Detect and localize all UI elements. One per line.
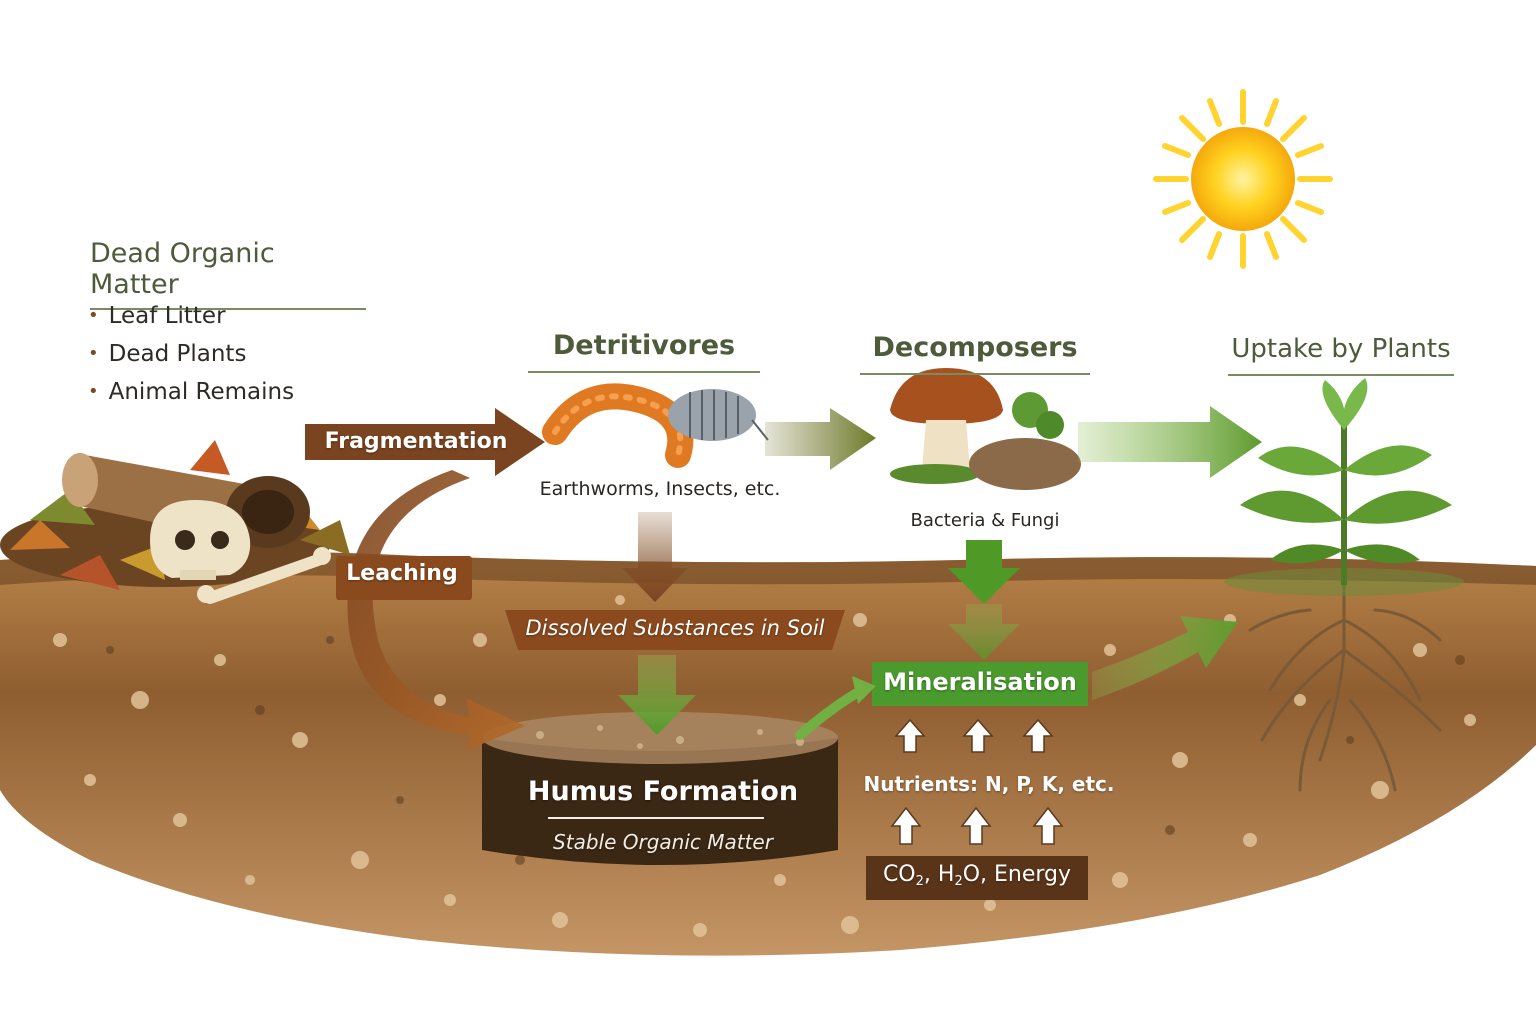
co2-label: CO2, H2O, Energy bbox=[882, 862, 1072, 889]
decomposers-label: Bacteria & Fungi bbox=[910, 510, 1060, 531]
humus-block bbox=[482, 712, 838, 865]
uptake-title: Uptake by Plants bbox=[1228, 334, 1454, 376]
humus-subtitle: Stable Organic Matter bbox=[553, 830, 773, 854]
humus-divider bbox=[548, 817, 764, 819]
leaching-label: Leaching bbox=[346, 561, 458, 586]
skull-icon bbox=[150, 500, 251, 580]
bone-icon bbox=[197, 547, 331, 604]
detritivores-label: Earthworms, Insects, etc. bbox=[539, 478, 781, 500]
list-item: Leaf Litter bbox=[88, 298, 294, 336]
woodlouse-icon bbox=[668, 389, 769, 441]
decomposers-title: Decomposers bbox=[860, 332, 1090, 375]
mushroom-icon bbox=[890, 368, 1003, 484]
humus-to-mineralisation-arrow bbox=[795, 676, 876, 740]
dead-organic-matter-list: Leaf Litter Dead Plants Animal Remains bbox=[88, 298, 294, 412]
mineralisation-to-roots-arrow bbox=[1092, 616, 1238, 700]
seedling-icon bbox=[1224, 378, 1464, 596]
nutrients-label: Nutrients: N, P, K, etc. bbox=[863, 772, 1115, 796]
humus-title: Humus Formation bbox=[527, 776, 799, 807]
earthworm-icon bbox=[542, 383, 694, 468]
dissolved-banner bbox=[505, 610, 845, 650]
detritivores-title: Detritivores bbox=[528, 330, 760, 373]
sun-icon bbox=[1153, 89, 1333, 269]
leaching-arrow bbox=[336, 470, 525, 750]
fragmentation-label: Fragmentation bbox=[324, 429, 508, 454]
mineralisation-label: Mineralisation bbox=[883, 668, 1077, 696]
mineralisation-box bbox=[872, 662, 1088, 706]
dissolved-label: Dissolved Substances in Soil bbox=[525, 616, 825, 640]
decomposers-down-arrow bbox=[948, 540, 1020, 660]
list-item: Dead Plants bbox=[88, 336, 294, 374]
co2-banner bbox=[866, 856, 1088, 900]
decomposers-to-uptake-arrow bbox=[1078, 406, 1262, 478]
fragmentation-arrow bbox=[305, 408, 545, 476]
detritivores-to-decomposers-arrow bbox=[765, 408, 876, 470]
list-item: Animal Remains bbox=[88, 374, 294, 412]
detritivores-down-arrow bbox=[622, 512, 688, 602]
soil-clump-icon bbox=[969, 392, 1081, 490]
nutrient-up-arrows bbox=[890, 718, 1064, 845]
dissolved-down-arrow bbox=[618, 655, 696, 735]
roots-icon bbox=[1248, 583, 1442, 792]
